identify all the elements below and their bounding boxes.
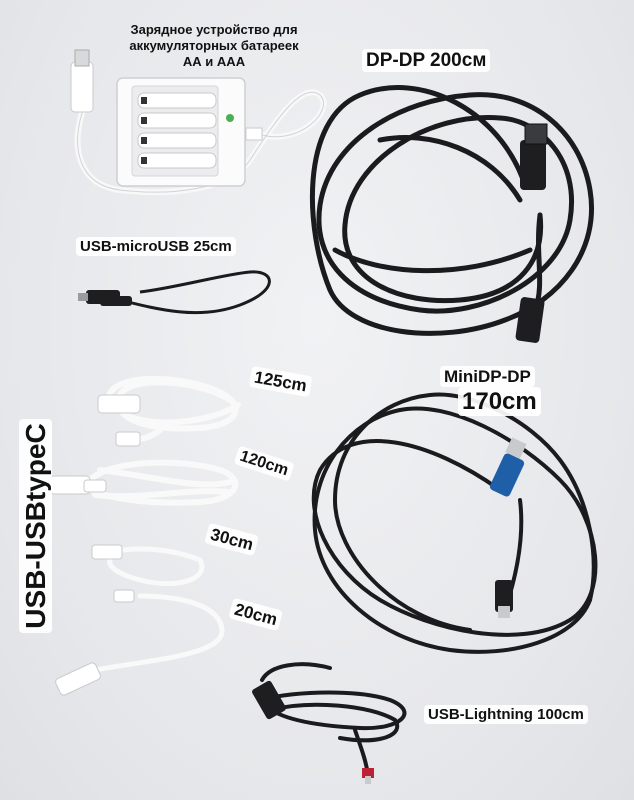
charger-label: Зарядное устройство для аккумуляторных б… <box>104 22 324 70</box>
dp-dp-label: DP-DP 200см <box>362 49 491 72</box>
usb-a-plug-icon <box>49 475 107 495</box>
usb-microusb-label: USB-microUSB 25cm <box>76 237 236 256</box>
usb-typec-group-label: USB-USBtypeC <box>19 406 52 646</box>
usb-typec-cable-20 <box>92 593 225 673</box>
usb-a-plug-icon <box>252 680 374 784</box>
usb-microusb-cable <box>78 270 271 315</box>
usb-typec-cable-120 <box>82 459 239 506</box>
battery-charger-icon <box>116 77 263 187</box>
usb-a-plug-icon <box>70 49 94 113</box>
usb-microusb-label-text: USB-microUSB 25cm <box>76 237 236 256</box>
minidp-label-line1-text: MiniDP-DP <box>440 366 535 387</box>
dp-dp-label-text: DP-DP 200см <box>362 49 491 72</box>
usb-typec-cable-30 <box>97 546 205 586</box>
displayport-plug-icon <box>489 437 527 618</box>
minidp-label-line2: 170cm <box>458 387 541 416</box>
usb-a-plug-icon <box>91 544 135 603</box>
usb-lightning-label-text: USB-Lightning 100cm <box>424 705 588 724</box>
displayport-plug-icon <box>515 123 548 343</box>
usb-a-plug-icon <box>55 662 101 696</box>
battery-charger <box>70 49 327 196</box>
charger-label-line2: аккумуляторных батареек <box>129 38 299 53</box>
dp-dp-cable <box>309 85 594 336</box>
minidp-label-line2-text: 170cm <box>458 387 541 416</box>
charger-label-line1: Зарядное устройство для <box>130 22 298 37</box>
minidp-dp-cable <box>311 392 598 654</box>
charger-label-line3: АА и ААА <box>182 54 246 69</box>
usb-lightning-cable <box>258 662 407 777</box>
usb-lightning-label: USB-Lightning 100cm <box>424 705 588 724</box>
usb-typec-group-label-text: USB-USBtypeC <box>19 419 52 633</box>
minidp-label-line1: MiniDP-DP <box>440 366 535 387</box>
usb-a-plug-icon <box>97 394 141 447</box>
